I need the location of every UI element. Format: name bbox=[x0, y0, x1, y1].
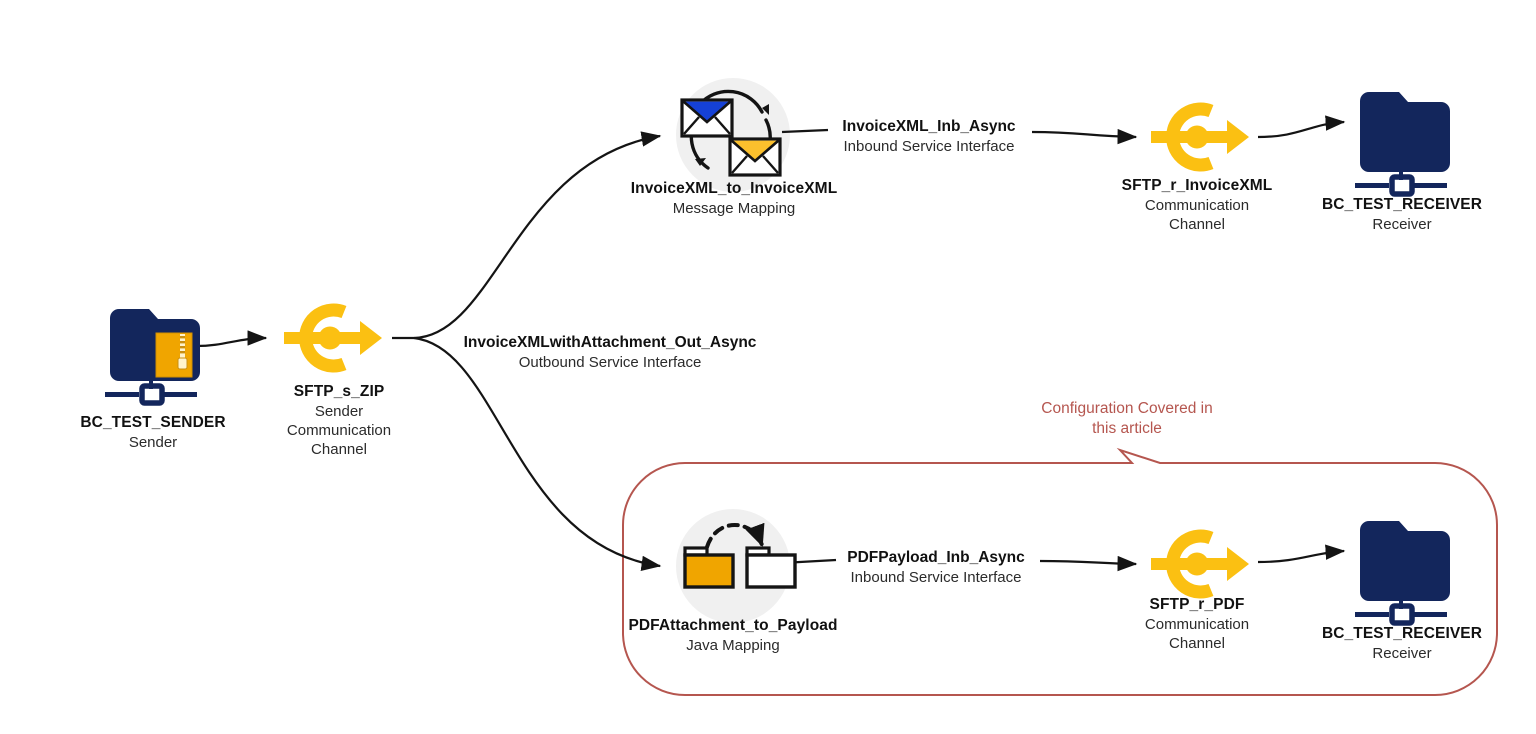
receiver-channel-pdf-role-2: Channel bbox=[1169, 635, 1225, 653]
java-mapping-icon bbox=[683, 522, 797, 589]
node-label-java-mapping: PDFAttachment_to_Payload Java Mapping bbox=[612, 616, 854, 655]
message-mapping-name: InvoiceXML_to_InvoiceXML bbox=[630, 180, 838, 197]
communication-channel-icon-receiver-pdf bbox=[1151, 529, 1249, 599]
inbound-interface-xml-role: Inbound Service Interface bbox=[843, 137, 1015, 155]
sender-channel-name: SFTP_s_ZIP bbox=[293, 383, 385, 400]
node-label-message-mapping: InvoiceXML_to_InvoiceXML Message Mapping bbox=[613, 179, 855, 218]
callout-text: Configuration Covered in this article bbox=[1004, 399, 1250, 439]
receiver-channel-pdf-name: SFTP_r_PDF bbox=[1149, 596, 1245, 613]
node-label-receiver-system-pdf: BC_TEST_RECEIVER Receiver bbox=[1283, 624, 1521, 663]
communication-channel-icon-sender bbox=[284, 303, 382, 373]
communication-channel-icon-receiver-xml bbox=[1151, 102, 1249, 172]
java-mapping-role: Java Mapping bbox=[686, 636, 780, 654]
receiver-system-pdf-role: Receiver bbox=[1372, 644, 1432, 662]
receiver-system-xml-name: BC_TEST_RECEIVER bbox=[1321, 196, 1483, 213]
node-label-receiver-channel-xml: SFTP_r_InvoiceXML Communication Channel bbox=[1086, 176, 1308, 234]
node-label-sender-system: BC_TEST_SENDER Sender bbox=[31, 413, 275, 452]
node-label-sender-channel: SFTP_s_ZIP Sender Communication Channel bbox=[219, 382, 459, 459]
node-label-receiver-channel-pdf: SFTP_r_PDF Communication Channel bbox=[1086, 595, 1308, 653]
edge-channel-to-receiver-pdf bbox=[1257, 544, 1346, 564]
edge-interface-to-channel-xml bbox=[1031, 128, 1138, 145]
inbound-interface-xml-name: InvoiceXML_Inb_Async bbox=[842, 118, 1016, 135]
receiver-system-pdf-name: BC_TEST_RECEIVER bbox=[1321, 625, 1483, 642]
node-label-receiver-system-xml: BC_TEST_RECEIVER Receiver bbox=[1283, 195, 1521, 234]
sender-system-name: BC_TEST_SENDER bbox=[80, 414, 226, 431]
callout-line-1: Configuration Covered in bbox=[1041, 400, 1213, 417]
folder-zip-icon bbox=[105, 309, 200, 406]
folder-icon-receiver-xml bbox=[1355, 92, 1450, 197]
inbound-interface-pdf-name: PDFPayload_Inb_Async bbox=[847, 549, 1025, 566]
receiver-channel-pdf-role-1: Communication bbox=[1144, 615, 1250, 633]
callout-line-2: this article bbox=[1092, 420, 1162, 438]
sender-channel-role-2: Communication bbox=[286, 422, 392, 440]
edge-interface-to-channel-pdf bbox=[1039, 555, 1138, 572]
edge-mapping-out-xml bbox=[781, 128, 829, 134]
message-mapping-role: Message Mapping bbox=[672, 199, 796, 217]
edge-label-inbound-interface-pdf: PDFPayload_Inb_Async Inbound Service Int… bbox=[833, 548, 1039, 587]
folder-icon-receiver-pdf bbox=[1355, 521, 1450, 626]
edge-label-outbound-interface: InvoiceXMLwithAttachment_Out_Async Outbo… bbox=[433, 333, 787, 372]
edge-sender-to-channel bbox=[195, 330, 268, 348]
edge-channel-to-receiver-xml bbox=[1257, 115, 1346, 139]
receiver-channel-xml-role-1: Communication bbox=[1144, 196, 1250, 214]
message-mapping-icon bbox=[680, 89, 782, 177]
receiver-system-xml-role: Receiver bbox=[1372, 215, 1432, 233]
inbound-interface-pdf-role: Inbound Service Interface bbox=[850, 568, 1022, 586]
edge-label-inbound-interface-xml: InvoiceXML_Inb_Async Inbound Service Int… bbox=[822, 117, 1036, 156]
callout-outline bbox=[622, 447, 1498, 696]
outbound-interface-role: Outbound Service Interface bbox=[518, 353, 702, 371]
receiver-channel-xml-role-2: Channel bbox=[1169, 216, 1225, 234]
outbound-interface-name: InvoiceXMLwithAttachment_Out_Async bbox=[463, 334, 757, 351]
receiver-channel-xml-name: SFTP_r_InvoiceXML bbox=[1121, 177, 1273, 194]
sender-system-role: Sender bbox=[128, 433, 178, 451]
edge-branch-lower bbox=[413, 336, 662, 572]
edge-branch-upper bbox=[413, 131, 662, 340]
java-mapping-name: PDFAttachment_to_Payload bbox=[628, 617, 838, 634]
sender-channel-role-3: Channel bbox=[311, 441, 367, 459]
sender-channel-role-1: Sender bbox=[314, 402, 364, 420]
